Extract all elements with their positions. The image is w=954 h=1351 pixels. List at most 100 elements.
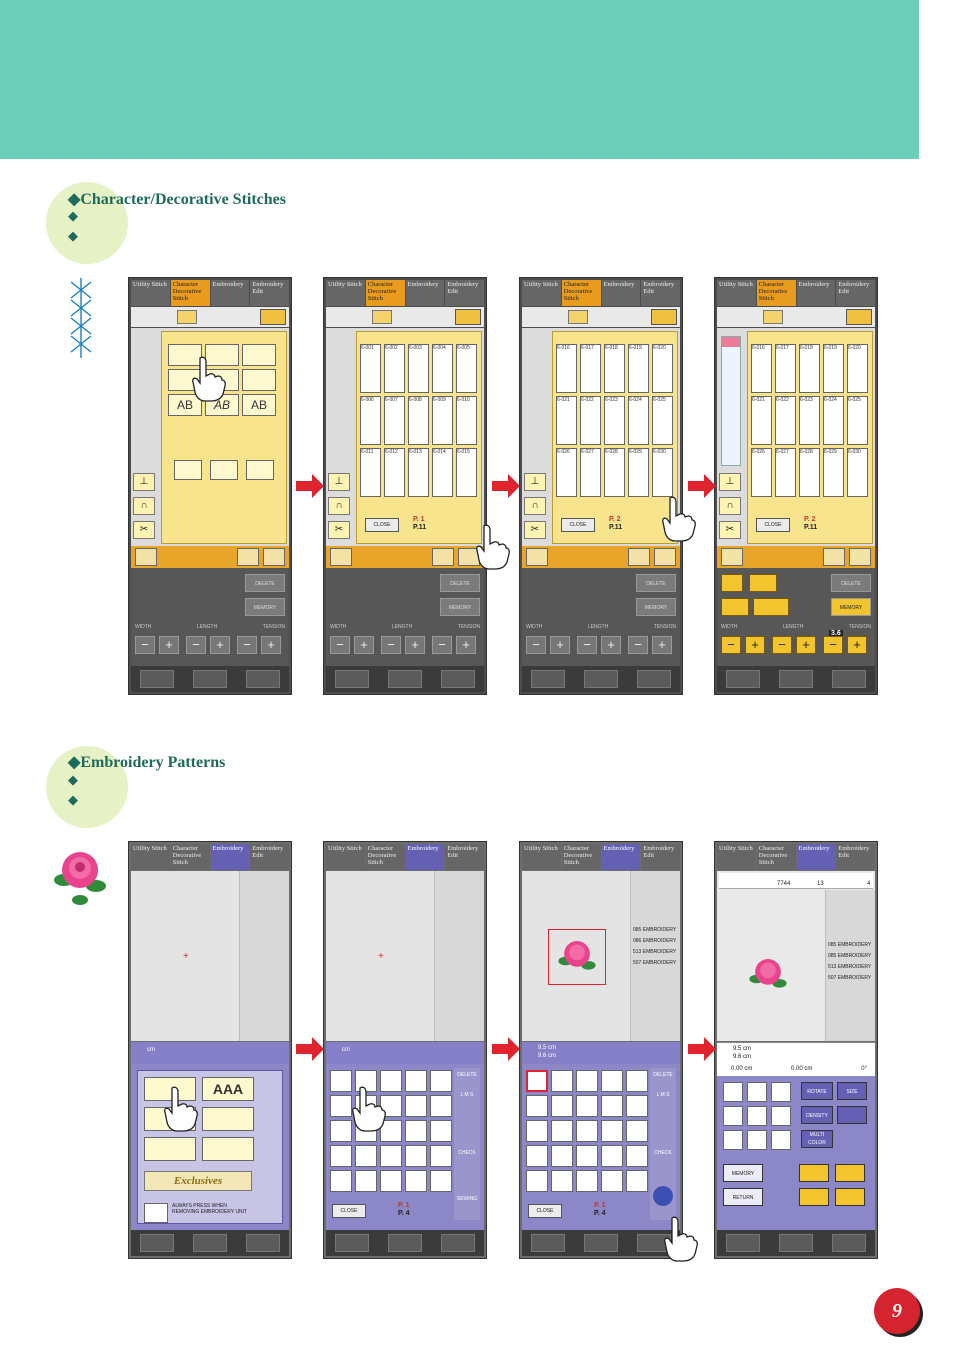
help-icon[interactable] [583,1234,618,1252]
stitch-cell[interactable]: 6-027 [580,448,601,497]
pattern-thumbnail[interactable] [576,1170,598,1192]
tab-embroidery[interactable]: Embroidery [405,280,445,306]
stitch-cell[interactable]: 6-024 [628,396,649,445]
font-button[interactable]: AB [242,394,276,416]
tab-character-decorative[interactable]: Character Decorative Stitch [561,280,601,306]
mirror-icon[interactable] [837,1106,867,1124]
stitch-cell[interactable]: 6-025 [847,396,868,445]
alphabet-button[interactable]: AAA [202,1077,254,1101]
usb-icon[interactable] [210,460,238,480]
pattern-thumbnail[interactable] [626,1145,648,1167]
explanation-icon[interactable] [335,1234,370,1252]
size-button[interactable]: SIZE [837,1082,867,1100]
pattern-thumbnail[interactable] [330,1170,352,1192]
length-plus-button[interactable]: + [405,636,425,654]
pattern-thumbnail[interactable] [576,1095,598,1117]
stitch-cell[interactable]: 6-015 [456,448,477,497]
width-minus-button[interactable]: − [721,636,741,654]
tab-utility-stitch[interactable]: Utility Stitch [522,844,561,870]
stitch-cell[interactable]: 6-009 [432,396,453,445]
explanation-icon[interactable] [335,670,370,688]
needle-position-button[interactable]: ⊥ [719,473,741,491]
memory-button[interactable]: MEMORY [636,598,676,616]
stitch-cell[interactable]: 6-019 [628,344,649,393]
tension-minus-button[interactable]: − [432,636,452,654]
delete-button[interactable]: DELETE [440,574,480,592]
pattern-thumbnail[interactable] [551,1145,573,1167]
pattern-thumbnail[interactable] [405,1120,427,1142]
arrow-down-icon[interactable] [747,1130,767,1150]
stitch-cell[interactable]: 6-002 [384,344,405,393]
font-button[interactable]: AB [205,394,239,416]
memory-button[interactable]: MEMORY [831,598,871,616]
tab-embroidery-edit[interactable]: Embroidery Edit [836,280,875,306]
arrow-down-right-icon[interactable] [771,1130,791,1150]
arrow-up-right-icon[interactable] [771,1082,791,1102]
tension-plus-button[interactable]: + [652,636,672,654]
tension-minus-button[interactable]: − [628,636,648,654]
pocket-icon[interactable] [174,460,202,480]
reverse-button[interactable]: ∩ [133,497,155,515]
stitch-cell[interactable]: 6-006 [360,396,381,445]
tab-embroidery-edit[interactable]: Embroidery Edit [445,844,484,870]
presser-foot-icon[interactable] [568,310,588,324]
pattern-thumbnail[interactable] [355,1170,377,1192]
tab-character-decorative[interactable]: Character Decorative Stitch [561,844,601,870]
lock-icon[interactable] [432,548,454,566]
help-icon[interactable] [778,1234,813,1252]
elongation-icon[interactable] [721,598,749,616]
tab-embroidery[interactable]: Embroidery [210,844,250,870]
stitch-cell[interactable]: 6-023 [799,396,820,445]
stitch-cell[interactable]: 6-029 [823,448,844,497]
tab-utility-stitch[interactable]: Utility Stitch [522,280,561,306]
pattern-thumbnail[interactable] [526,1095,548,1117]
tab-embroidery-edit[interactable]: Embroidery Edit [836,844,875,870]
help-icon[interactable] [192,670,227,688]
tab-embroidery-edit[interactable]: Embroidery Edit [445,280,484,306]
stitch-cell[interactable]: 6-028 [604,448,625,497]
pattern-thumbnail[interactable] [330,1120,352,1142]
pattern-thumbnail[interactable] [430,1145,452,1167]
pattern-thumbnail[interactable] [526,1070,548,1092]
pattern-thumbnail[interactable] [601,1170,623,1192]
stitch-cell[interactable]: 6-017 [580,344,601,393]
lock-icon[interactable] [237,548,259,566]
setting-icon[interactable] [135,548,157,566]
explanation-icon[interactable] [140,1234,175,1252]
book-icon[interactable] [263,548,285,566]
close-button[interactable]: CLOSE [332,1204,366,1218]
stitch-cell[interactable]: 6-013 [408,448,429,497]
pattern-thumbnail[interactable] [626,1170,648,1192]
computer-icon[interactable] [202,1137,254,1161]
tab-utility-stitch[interactable]: Utility Stitch [326,844,365,870]
pattern-thumbnail[interactable] [430,1095,452,1117]
setting-icon[interactable] [330,548,352,566]
stitch-cell[interactable]: 6-022 [580,396,601,445]
memory-button[interactable]: MEMORY [440,598,480,616]
scissors-icon[interactable]: ✂ [524,521,546,539]
pattern-thumbnail[interactable] [330,1145,352,1167]
pattern-thumbnail[interactable] [576,1145,598,1167]
font-button[interactable]: AB [168,394,202,416]
book-icon[interactable] [849,548,871,566]
stitch-cell[interactable]: 6-019 [823,344,844,393]
stitch-cell[interactable]: 6-020 [847,344,868,393]
width-plus-button[interactable]: + [354,636,374,654]
check-button[interactable]: CHECK [654,1150,672,1156]
arrow-left-icon[interactable] [723,1106,743,1126]
pattern-thumbnail[interactable] [526,1120,548,1142]
arrow-down-left-icon[interactable] [723,1130,743,1150]
reverse-button[interactable]: ∩ [524,497,546,515]
tension-minus-button[interactable]: − [237,636,257,654]
tab-utility-stitch[interactable]: Utility Stitch [717,844,756,870]
tab-utility-stitch[interactable]: Utility Stitch [131,280,170,306]
tab-character-decorative[interactable]: Character Decorative Stitch [365,280,405,306]
pattern-thumbnail[interactable] [601,1120,623,1142]
tab-embroidery[interactable]: Embroidery [601,844,641,870]
settings-icon[interactable] [245,670,280,688]
pattern-view-button[interactable] [651,309,677,325]
pattern-thumbnail[interactable] [380,1170,402,1192]
settings-icon[interactable] [831,670,866,688]
stitch-cell[interactable]: 6-011 [360,448,381,497]
close-button[interactable]: CLOSE [561,518,595,532]
